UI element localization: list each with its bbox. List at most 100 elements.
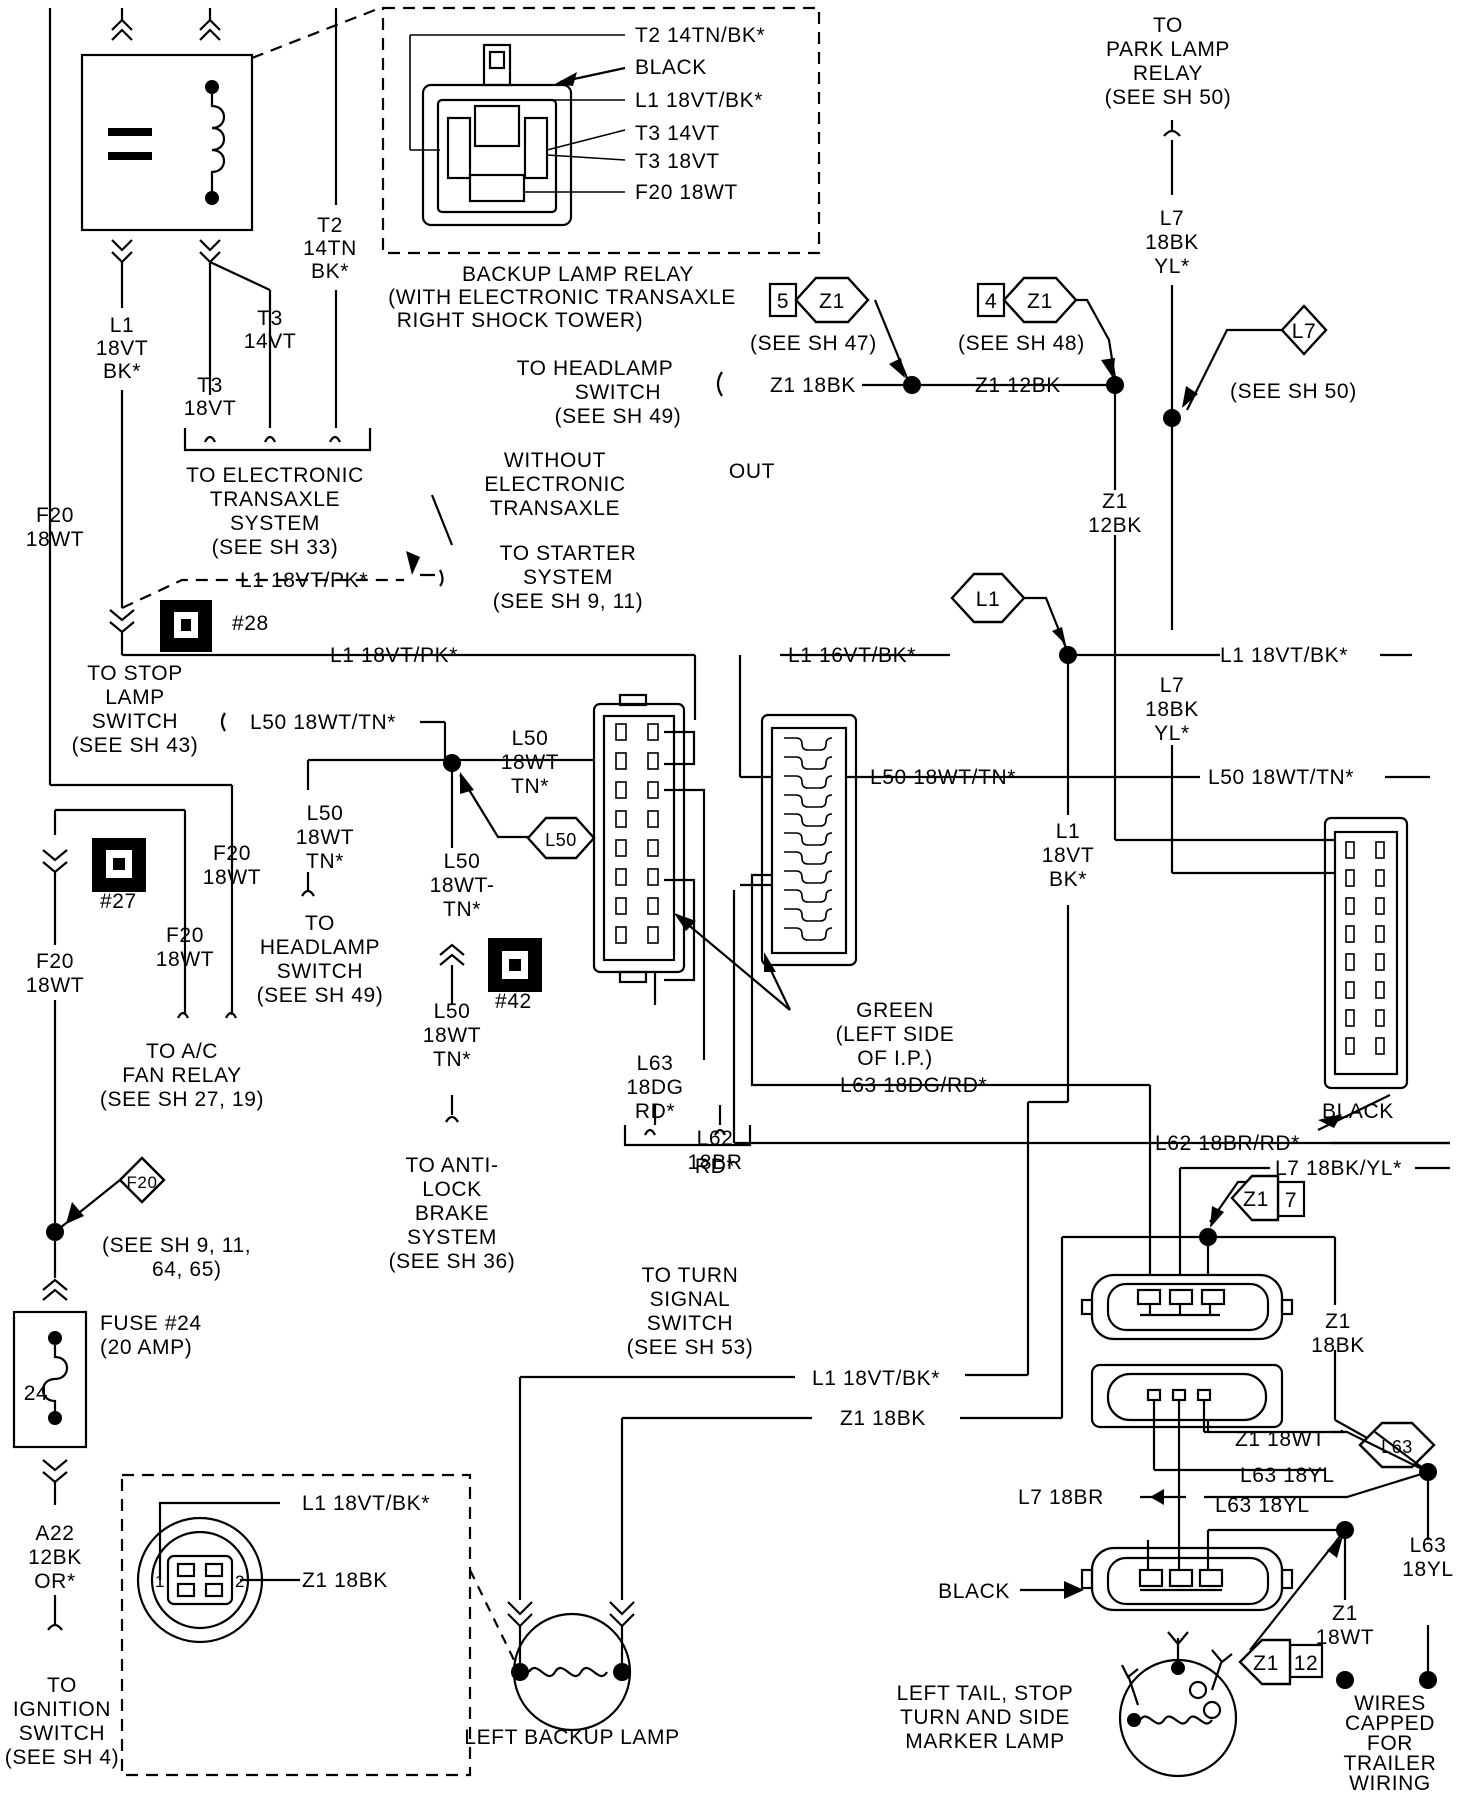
- destination-label: TO TURN: [642, 1264, 739, 1287]
- wire-label: TN*: [511, 775, 549, 798]
- lamp-label: MARKER LAMP: [905, 1730, 1064, 1753]
- destination-label: (SEE SH 53): [627, 1336, 754, 1359]
- wire-label: L62: [697, 1127, 734, 1150]
- wire-label: L63: [1410, 1534, 1447, 1557]
- badge-label: L50: [545, 830, 577, 850]
- connector-pin: [784, 870, 833, 884]
- destination-label: TO ANTI-: [405, 1154, 498, 1177]
- connector-pin: [615, 839, 627, 857]
- connector-pin: [615, 752, 627, 770]
- connector-pin: [1375, 953, 1385, 971]
- wire-label: 18VT: [96, 337, 149, 360]
- destination-label: RELAY: [1133, 62, 1203, 85]
- wire-label: 18WT: [26, 528, 84, 551]
- connector-pin: [1375, 1009, 1385, 1027]
- connector-pin: [1375, 981, 1385, 999]
- wire-label: YL*: [1154, 255, 1190, 278]
- connector-pin: [784, 889, 833, 903]
- wire-label: 18WT: [501, 751, 559, 774]
- wire-label: Z1 12BK: [975, 374, 1061, 397]
- f20-badge: [118, 1156, 166, 1204]
- connector-pin: [784, 927, 833, 941]
- destination-label: TRANSAXLE: [210, 488, 340, 511]
- destination-label: (SEE SH 4): [5, 1746, 120, 1769]
- badge-label: Z1: [1253, 1652, 1279, 1675]
- connector-pin: [784, 851, 833, 865]
- relay-pin-label: L1 18VT/BK*: [635, 89, 763, 112]
- note-label: WIRING: [1349, 1772, 1431, 1795]
- connector-pin: [647, 723, 659, 741]
- badge-label: L63: [1381, 1437, 1413, 1457]
- destination-label: TO: [1153, 14, 1183, 37]
- relay-title: RIGHT SHOCK TOWER): [397, 309, 644, 332]
- destination-label: (SEE SH 27, 19): [100, 1088, 264, 1111]
- wire-label: T2: [317, 214, 343, 237]
- wire-label: 18YL: [1402, 1558, 1453, 1581]
- note-label: WIRES: [1354, 1692, 1426, 1715]
- wire-label: L50 18WT/TN*: [250, 711, 396, 734]
- wire-label: YL*: [1154, 722, 1190, 745]
- connector-pin: [784, 775, 833, 789]
- connector-pin: [1345, 925, 1355, 943]
- destination-label: (SEE SH 43): [72, 734, 199, 757]
- destination-label: SYSTEM: [230, 512, 320, 535]
- wire-label: 18DG: [626, 1076, 683, 1099]
- wire-label: T3: [257, 307, 283, 330]
- wire-label: 14TN: [303, 237, 357, 260]
- reference-label: (SEE SH 47): [750, 332, 877, 355]
- connector-pin: [647, 897, 659, 915]
- destination-label: TO STARTER: [500, 542, 637, 565]
- wire-label: L7 18BR: [1018, 1486, 1104, 1509]
- connector-pin: [1345, 841, 1355, 859]
- wire-label: 18WT: [296, 826, 354, 849]
- wire-label: BK*: [1049, 868, 1087, 891]
- relay-pin-label: F20 18WT: [635, 181, 738, 204]
- connector-label: GREEN: [856, 999, 934, 1022]
- reference-label: 64, 65): [152, 1258, 222, 1281]
- connector-pin: [784, 756, 833, 770]
- wire-label: Z1 18BK: [770, 374, 856, 397]
- wire-label: L1 16VT/BK*: [788, 644, 916, 667]
- connector-pin: [1375, 925, 1385, 943]
- note-label: OUT: [729, 460, 775, 483]
- wire-label: 12BK: [1088, 514, 1142, 537]
- connector-pin: [1375, 1037, 1385, 1055]
- connector-number: #27: [100, 890, 137, 913]
- wire-label: L50: [444, 850, 481, 873]
- wire-label: L50: [307, 802, 344, 825]
- lamp-label: LEFT TAIL, STOP: [897, 1682, 1074, 1705]
- connector-pin: [615, 868, 627, 886]
- wire-label: L7 18BK/YL*: [1275, 1157, 1402, 1180]
- lamp-label: LEFT BACKUP LAMP: [464, 1726, 679, 1749]
- destination-label: SWITCH: [92, 710, 178, 733]
- connector-pin: [1345, 869, 1355, 887]
- note-label: TRAILER: [1344, 1752, 1437, 1775]
- connector-pin: [784, 737, 833, 751]
- box-number: 5: [777, 290, 789, 313]
- relay-pin-label: T3 18VT: [635, 150, 720, 173]
- destination-label: LOCK: [422, 1178, 482, 1201]
- wire-label: L1 18VT/PK*: [330, 644, 458, 667]
- destination-label: BRAKE: [415, 1202, 489, 1225]
- wire-label: L63 18YL: [1215, 1494, 1310, 1517]
- wire-label: F20: [213, 842, 251, 865]
- connector-pin: [615, 723, 627, 741]
- connector-number: #42: [495, 990, 532, 1013]
- destination-label: TO: [305, 912, 335, 935]
- connector-pin: [615, 897, 627, 915]
- reference-label: (SEE SH 50): [1230, 380, 1357, 403]
- wire-label: TN*: [433, 1048, 471, 1071]
- wire-label: BK*: [103, 360, 141, 383]
- wire-label: RD*: [695, 1155, 735, 1178]
- wire-label: L50 18WT/TN*: [870, 766, 1016, 789]
- wire-label: RD*: [635, 1100, 675, 1123]
- connector-pin: [647, 781, 659, 799]
- connector-pin: [1345, 897, 1355, 915]
- wire-label: OR*: [34, 1570, 75, 1593]
- destination-label: TO STOP: [87, 662, 183, 685]
- fuse-number: 24: [24, 1382, 49, 1405]
- wire-label: L1 18VT/PK*: [240, 569, 368, 592]
- box-number: 4: [985, 290, 997, 313]
- pin-number: 1: [155, 1572, 165, 1591]
- wire-label: L7: [1160, 674, 1185, 697]
